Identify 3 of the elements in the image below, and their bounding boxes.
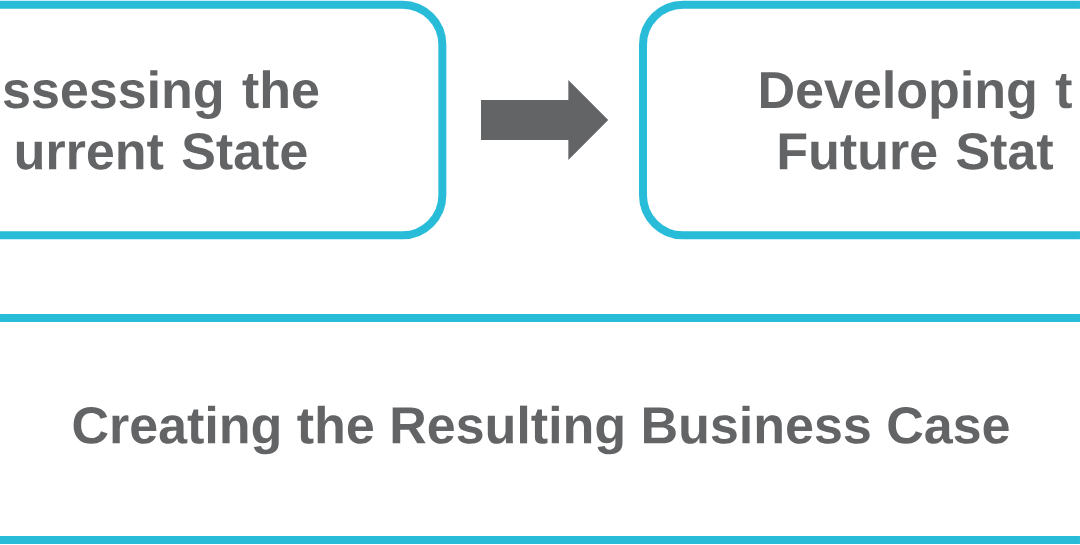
stage-box: Developing t Future Stat xyxy=(639,0,1080,240)
stage-box: ssessing the urrent State xyxy=(0,0,447,240)
band: Creating the Resulting Business Case xyxy=(0,314,1080,544)
